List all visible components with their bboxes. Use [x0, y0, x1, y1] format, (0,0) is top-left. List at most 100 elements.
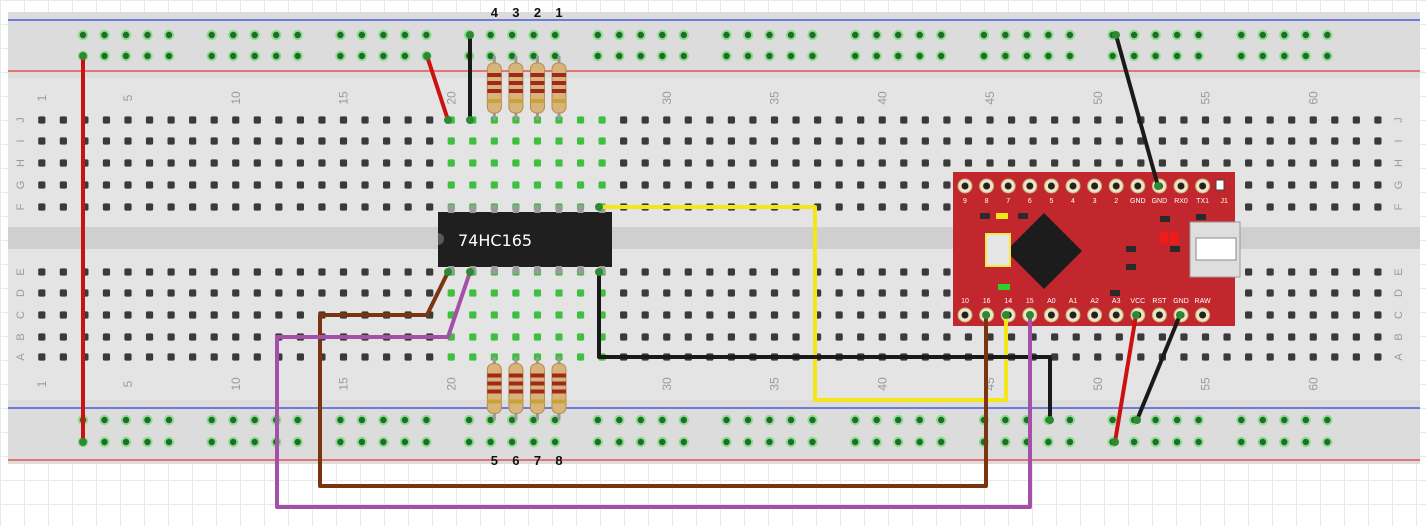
breadboard-hole	[986, 116, 994, 124]
breadboard-hole	[921, 333, 929, 341]
breadboard-hole	[232, 353, 240, 361]
rail-hole	[659, 416, 666, 424]
breadboard-hole	[145, 137, 154, 145]
breadboard-hole	[232, 137, 240, 145]
breadboard-hole	[383, 181, 391, 189]
breadboard-hole	[663, 333, 671, 341]
breadboard-hole	[835, 181, 843, 189]
smd-component	[1170, 246, 1180, 252]
wire-black-gnd-end	[466, 31, 474, 39]
rail-hole	[637, 31, 644, 39]
breadboard-hole	[447, 159, 455, 167]
wire-red-rails-end	[79, 52, 87, 60]
breadboard-hole	[641, 159, 649, 167]
rail-hole	[530, 52, 537, 60]
column-number-top: 45	[983, 91, 997, 105]
column-number-bottom: 20	[444, 377, 458, 391]
arduino-pin-label-bottom: A3	[1112, 298, 1121, 305]
rail-hole	[1130, 52, 1138, 60]
rail-hole	[1173, 31, 1181, 39]
rail-hole	[1259, 438, 1267, 446]
breadboard-hole	[102, 333, 111, 341]
breadboard-hole	[684, 181, 692, 189]
breadboard-hole	[727, 159, 735, 167]
rail-hole	[1281, 52, 1288, 60]
breadboard-hole	[1288, 311, 1296, 319]
breadboard-hole	[361, 203, 369, 211]
breadboard-hole	[641, 181, 649, 189]
breadboard-hole	[663, 311, 671, 319]
resistor-body	[486, 62, 502, 114]
arduino-pin-label-top: 4	[1071, 198, 1075, 205]
resistor-band	[552, 399, 566, 404]
breadboard-hole	[253, 333, 261, 341]
breadboard-hole	[1007, 333, 1016, 341]
wire-brown-clock-end	[982, 311, 990, 319]
breadboard-hole	[1223, 159, 1231, 167]
rail-hole	[1130, 31, 1138, 39]
header-pin-hole	[1047, 182, 1055, 190]
arduino-pin-label-bottom: 14	[1004, 298, 1012, 305]
breadboard-hole	[102, 181, 111, 189]
breadboard-hole	[189, 289, 197, 297]
breadboard-hole	[1352, 311, 1360, 319]
breadboard-hole	[684, 311, 692, 319]
rail-hole	[1302, 416, 1310, 424]
breadboard-hole	[512, 289, 520, 297]
breadboard-hole	[38, 181, 46, 189]
breadboard-hole	[598, 159, 606, 167]
breadboard-hole	[1309, 181, 1317, 189]
arduino-pin-label-top: RX0	[1174, 198, 1188, 205]
breadboard-hole	[339, 268, 348, 276]
breadboard-hole	[167, 311, 175, 319]
breadboard-hole	[641, 137, 649, 145]
breadboard-hole	[576, 289, 585, 297]
breadboard-hole	[1223, 137, 1231, 145]
rail-hole	[165, 416, 173, 424]
breadboard-hole	[943, 137, 951, 145]
breadboard-hole	[38, 137, 46, 145]
breadboard-hole	[706, 159, 714, 167]
breadboard-hole	[361, 353, 369, 361]
rail-hole	[1045, 438, 1052, 446]
arduino-pin-label-top: 3	[1093, 198, 1097, 205]
breadboard-hole	[1137, 333, 1145, 341]
breadboard-hole	[641, 116, 649, 124]
breadboard-hole	[145, 181, 154, 189]
smd-component	[1110, 290, 1120, 296]
breadboard-hole	[857, 289, 865, 297]
breadboard-hole	[1288, 268, 1296, 276]
smd-component	[1196, 214, 1206, 220]
breadboard-hole	[296, 289, 304, 297]
breadboard-hole	[275, 268, 283, 276]
resistor-label-top: 4	[491, 5, 499, 20]
breadboard-hole	[124, 333, 132, 341]
usb-port	[1195, 237, 1237, 261]
breadboard-hole	[1180, 353, 1188, 361]
breadboard-hole	[275, 203, 283, 211]
column-number-bottom: 1	[35, 380, 49, 387]
breadboard-hole	[59, 203, 67, 211]
breadboard-hole	[1309, 137, 1317, 145]
arduino-pin-label-bottom: 15	[1026, 298, 1034, 305]
rail-hole	[744, 52, 752, 60]
crystal	[985, 233, 1011, 267]
row-letter: J	[1393, 117, 1405, 123]
breadboard-hole	[59, 311, 67, 319]
breadboard-hole	[900, 311, 908, 319]
rail-hole	[1002, 438, 1009, 446]
breadboard-hole	[1007, 159, 1016, 167]
breadboard-hole	[124, 159, 132, 167]
breadboard-hole	[620, 333, 628, 341]
breadboard-hole	[878, 116, 886, 124]
breadboard-hole	[900, 333, 908, 341]
rail-hole	[723, 31, 730, 39]
breadboard-hole	[900, 116, 908, 124]
breadboard-hole	[684, 137, 692, 145]
breadboard-hole	[38, 333, 46, 341]
breadboard-hole	[1158, 137, 1166, 145]
breadboard-hole	[404, 289, 412, 297]
arduino-pin-label-top: TX1	[1196, 198, 1209, 205]
breadboard-hole	[1245, 289, 1253, 297]
breadboard-hole	[814, 116, 822, 124]
